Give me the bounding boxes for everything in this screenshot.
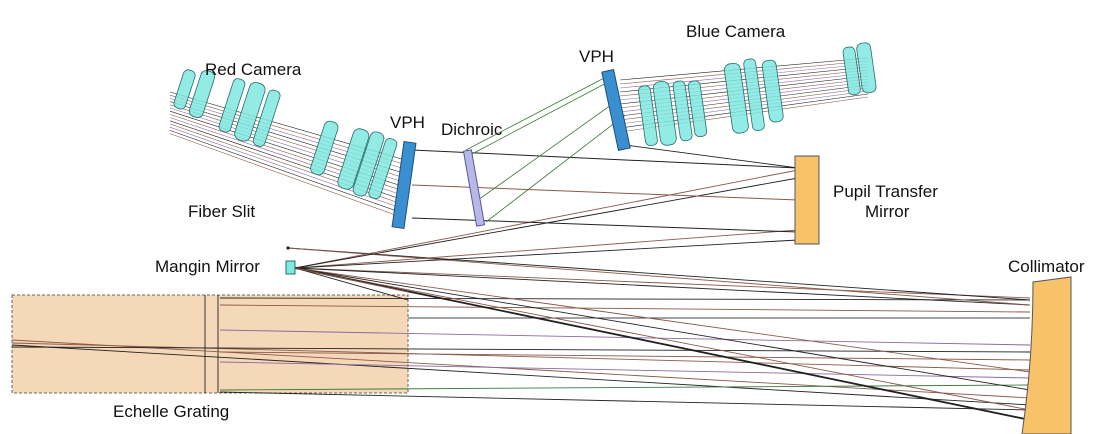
pupil-transfer-mirror: [794, 155, 820, 245]
mangin-collimator-ray: [294, 267, 1031, 421]
collimator: [1021, 276, 1072, 434]
slit-ray: [287, 247, 1031, 301]
label-red-camera: Red Camera: [205, 60, 302, 79]
mangin-pupil-ray: [294, 229, 799, 269]
blue-camera-lens: [672, 80, 693, 142]
dichroic-blue-ray: [469, 79, 613, 156]
mangin-collimator-ray: [294, 267, 1031, 299]
mangin-mirror: [285, 260, 296, 275]
grating-ray: [11, 339, 1031, 399]
label-vph-blue: VPH: [579, 47, 614, 66]
red-camera-lens: [337, 128, 370, 190]
mangin-grating-ray: [294, 267, 409, 293]
dichroic-blue-ray: [477, 99, 619, 201]
grating-ray: [219, 351, 1031, 361]
mangin-collimator-ray: [294, 267, 1031, 373]
grating-ray: [219, 361, 1031, 379]
red-camera-lens: [218, 78, 246, 133]
red-camera-lens: [252, 89, 281, 147]
grating-ray: [219, 329, 1031, 346]
red-camera-ray: [169, 126, 406, 210]
grating-ray: [11, 346, 1031, 353]
mangin-collimator-ray: [294, 267, 1031, 306]
red-camera-lens: [368, 138, 398, 200]
red-camera-ray: [169, 130, 406, 215]
red-camera-lens: [234, 81, 266, 142]
vph-blue: [601, 69, 631, 151]
mangin-collimator-ray: [294, 267, 1031, 411]
mangin-collimator-ray: [294, 267, 1031, 391]
blue-camera-lens: [687, 80, 708, 138]
fiber-slit-point: [286, 246, 290, 250]
grating-ray: [219, 384, 1031, 391]
mangin-grating-ray: [294, 267, 409, 301]
blue-camera-lens: [842, 46, 861, 96]
dichroic: [462, 149, 486, 227]
blue-camera-lens: [761, 59, 784, 123]
grating-ray: [219, 391, 1031, 411]
blue-camera-lens: [724, 62, 749, 134]
red-camera-lens: [173, 69, 196, 110]
label-dichroic: Dichroic: [441, 120, 503, 139]
label-pupil-transfer-mirror: Pupil Transfer Mirror: [833, 182, 938, 221]
red-camera-ray: [169, 133, 406, 219]
blue-camera-lens: [856, 42, 877, 94]
grating-ray: [219, 304, 1031, 313]
red-camera: [173, 69, 398, 200]
echelle-grating: [11, 294, 409, 394]
label-fiber-slit: Fiber Slit: [188, 202, 256, 221]
label-mangin-mirror: Mangin Mirror: [155, 257, 260, 276]
grating-ray: [219, 297, 1031, 301]
dichroic-blue-ray: [465, 74, 611, 151]
blue-return-ray: [624, 144, 799, 169]
red-camera-lens: [188, 70, 215, 118]
label-pupil-transfer-line1: Pupil Transfer: [833, 182, 938, 201]
red-camera-lens: [352, 131, 385, 197]
blue-camera-ray: [619, 60, 869, 85]
mangin-pupil-ray: [294, 239, 799, 269]
dichroic-blue-ray: [485, 114, 626, 223]
label-collimator: Collimator: [1008, 257, 1085, 276]
blue-camera-lens: [652, 80, 677, 146]
pupil-vph-ray: [411, 149, 799, 169]
blue-camera-lens: [743, 58, 765, 132]
label-pupil-transfer-line2: Mirror: [865, 201, 910, 221]
grating-ray: [11, 344, 1031, 406]
pupil-vph-ray: [411, 217, 799, 233]
blue-camera-lens: [638, 85, 658, 147]
mangin-pupil-ray: [294, 169, 799, 269]
label-vph-red: VPH: [390, 113, 425, 132]
blue-camera: [638, 42, 877, 147]
vph-red: [391, 141, 417, 229]
label-echelle-grating: Echelle Grating: [113, 402, 230, 421]
red-camera-lens: [310, 120, 339, 176]
slit-ray: [287, 247, 1031, 306]
label-blue-camera: Blue Camera: [686, 22, 786, 41]
